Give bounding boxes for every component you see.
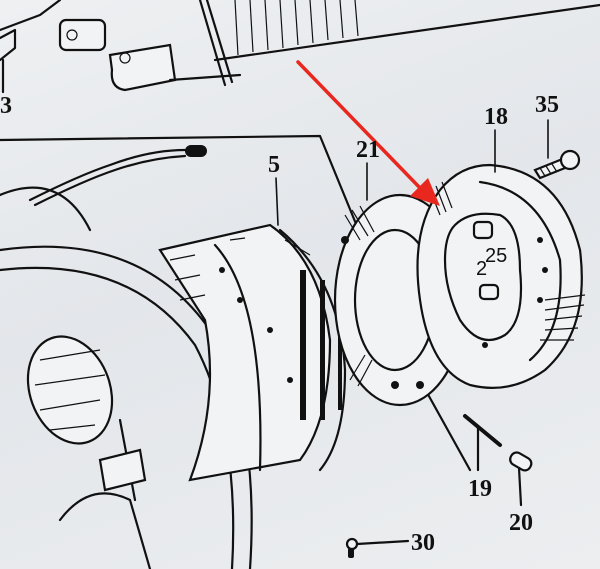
part-label-2: 2 bbox=[476, 258, 487, 280]
part-label-19: 19 bbox=[468, 476, 492, 502]
part-label-30: 30 bbox=[411, 530, 435, 556]
part-label-3: 3 bbox=[0, 93, 12, 119]
sleeve-20 bbox=[509, 451, 533, 507]
part-label-5: 5 bbox=[268, 152, 280, 178]
part-label-20: 20 bbox=[509, 510, 533, 536]
brake-shoe-assembly bbox=[158, 223, 347, 482]
brake-drum-left bbox=[0, 186, 253, 569]
bolt-35 bbox=[533, 149, 581, 180]
screw-30 bbox=[345, 537, 410, 558]
upper-housing bbox=[0, 0, 600, 94]
red-arrow-annotation bbox=[296, 60, 440, 206]
part-label-35: 35 bbox=[535, 92, 559, 118]
part-label-25: 25 bbox=[485, 245, 507, 267]
pin-19 bbox=[463, 414, 502, 472]
leader-lines bbox=[275, 119, 549, 226]
part-label-18: 18 bbox=[484, 104, 508, 130]
drum-18 bbox=[416, 163, 586, 389]
part-label-21: 21 bbox=[356, 137, 380, 163]
cable bbox=[28, 145, 207, 207]
